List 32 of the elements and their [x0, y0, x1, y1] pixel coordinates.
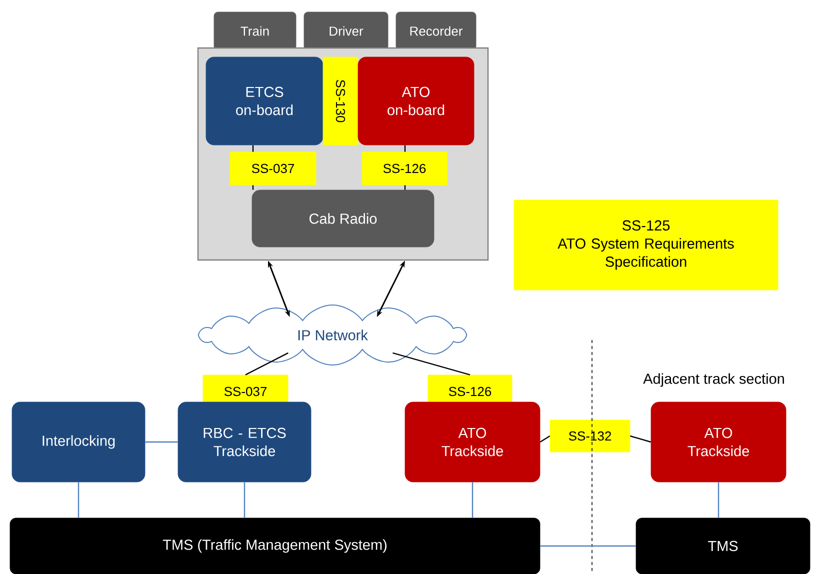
connector-line [252, 185, 254, 190]
system-box: ATO Trackside [404, 402, 540, 482]
interface-label: SS-126 [362, 152, 448, 186]
tms-bar: TMS [636, 518, 810, 574]
system-box: ETCS on-board [206, 56, 324, 146]
tab-box: Train [214, 12, 296, 50]
connector-line [252, 145, 254, 152]
connector-line [404, 185, 406, 190]
interface-label: SS-037 [230, 152, 316, 186]
connector-line [404, 145, 406, 152]
radio-box: Cab Radio [252, 190, 434, 248]
connector-line [540, 436, 550, 443]
section-label: Adjacent track section [643, 373, 784, 387]
system-box: Interlocking [12, 402, 146, 482]
connector-line [78, 482, 80, 518]
system-box: ATO Trackside [650, 402, 786, 482]
connector-line [145, 441, 178, 443]
tab-box: Recorder [396, 12, 476, 50]
network-cloud: IP Network [198, 304, 468, 366]
connector-line [244, 482, 246, 518]
connector-line [540, 545, 636, 547]
connector-line [718, 482, 720, 518]
spec-box: SS-125 ATO System Requirements Specification [514, 200, 778, 290]
system-box: ATO on-board [358, 56, 474, 146]
connector-line [472, 482, 474, 518]
tab-box: Driver [304, 12, 388, 50]
connector-line [392, 352, 470, 376]
interface-label: SS-132 [550, 420, 630, 452]
system-box: RBC - ETCS Trackside [178, 402, 312, 482]
tms-bar: TMS (Traffic Management System) [10, 518, 540, 574]
connector-line [630, 435, 651, 443]
interface-label: SS-130 [322, 56, 358, 146]
